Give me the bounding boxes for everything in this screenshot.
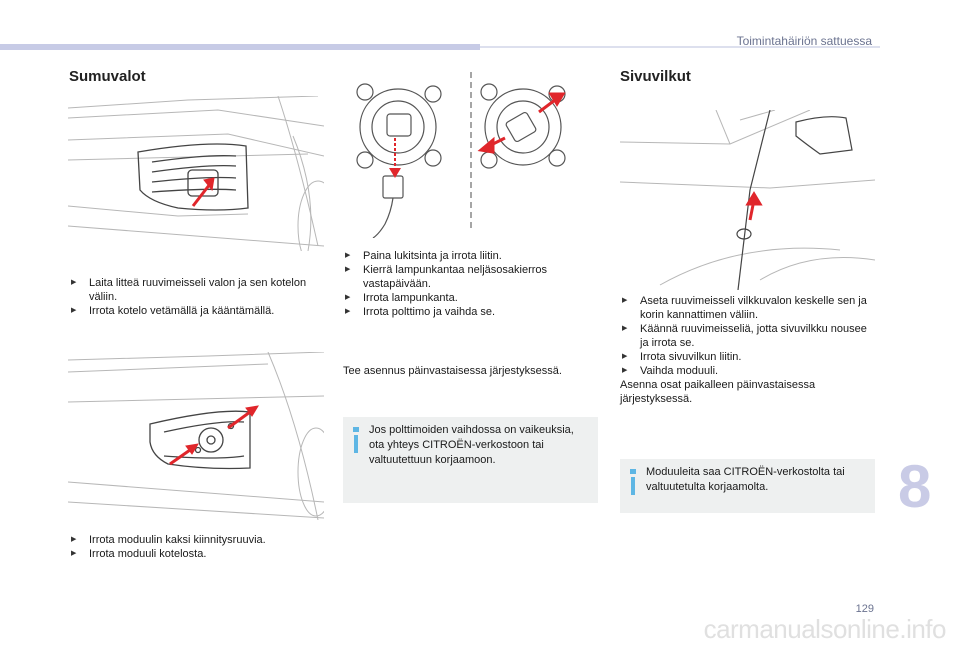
list-item: Aseta ruuvimeisseli vilkkuvalon keskelle… bbox=[620, 294, 875, 322]
bulb-step-list: Paina lukitsinta ja irrota liitin. Kierr… bbox=[343, 249, 598, 319]
info-note-bulbs: Jos polttimoiden vaihdossa on vaikeuksia… bbox=[343, 417, 598, 503]
reassembly-text: Tee asennus päinvastaisessa järjestykses… bbox=[343, 365, 562, 377]
bulb-replacement-illustration bbox=[356, 72, 566, 238]
fog-light-module-illustration bbox=[68, 352, 324, 520]
section-title: Toimintahäiriön sattuessa bbox=[736, 34, 872, 48]
fog-step-list-b: Irrota moduulin kaksi kiinnitysruuvia. I… bbox=[69, 533, 319, 561]
list-item: Laita litteä ruuvimeisseli valon ja sen … bbox=[69, 276, 319, 304]
page-number: 129 bbox=[855, 603, 874, 615]
fog-light-housing-illustration bbox=[68, 96, 324, 251]
info-icon bbox=[353, 427, 359, 453]
info-note-text: Jos polttimoiden vaihdossa on vaikeuksia… bbox=[369, 424, 574, 466]
side-indicators-heading: Sivuvilkut bbox=[620, 68, 691, 85]
info-icon bbox=[630, 469, 636, 495]
watermark: carmanualsonline.info bbox=[703, 614, 947, 644]
list-item: Vaihda moduuli. bbox=[620, 364, 875, 378]
fog-step-list-a: Laita litteä ruuvimeisseli valon ja sen … bbox=[69, 276, 319, 318]
list-item: Irrota sivuvilkun liitin. bbox=[620, 350, 875, 364]
indicator-reassembly-text: Asenna osat paikalleen päinvastaisessa j… bbox=[620, 379, 816, 405]
list-item: Paina lukitsinta ja irrota liitin. bbox=[343, 249, 598, 263]
header-rule bbox=[480, 46, 880, 48]
list-item: Kierrä lampunkantaa neljäsosakierros vas… bbox=[343, 263, 598, 291]
info-note-text: Moduuleita saa CITROËN-verkostolta tai v… bbox=[646, 466, 845, 493]
side-indicator-illustration bbox=[620, 110, 875, 290]
list-item: Irrota polttimo ja vaihda se. bbox=[343, 305, 598, 319]
header-accent-bar bbox=[0, 44, 480, 50]
indicator-step-list: Aseta ruuvimeisseli vilkkuvalon keskelle… bbox=[620, 294, 875, 406]
list-item: Irrota kotelo vetämällä ja kääntämällä. bbox=[69, 304, 319, 318]
list-item: Irrota lampunkanta. bbox=[343, 291, 598, 305]
list-item: Käännä ruuvimeisseliä, jotta sivuvilkku … bbox=[620, 322, 875, 350]
info-note-modules: Moduuleita saa CITROËN-verkostolta tai v… bbox=[620, 459, 875, 513]
chapter-number: 8 bbox=[898, 453, 932, 520]
list-item: Irrota moduulin kaksi kiinnitysruuvia. bbox=[69, 533, 319, 547]
list-item: Irrota moduuli kotelosta. bbox=[69, 547, 319, 561]
fog-lights-heading: Sumuvalot bbox=[69, 68, 146, 85]
